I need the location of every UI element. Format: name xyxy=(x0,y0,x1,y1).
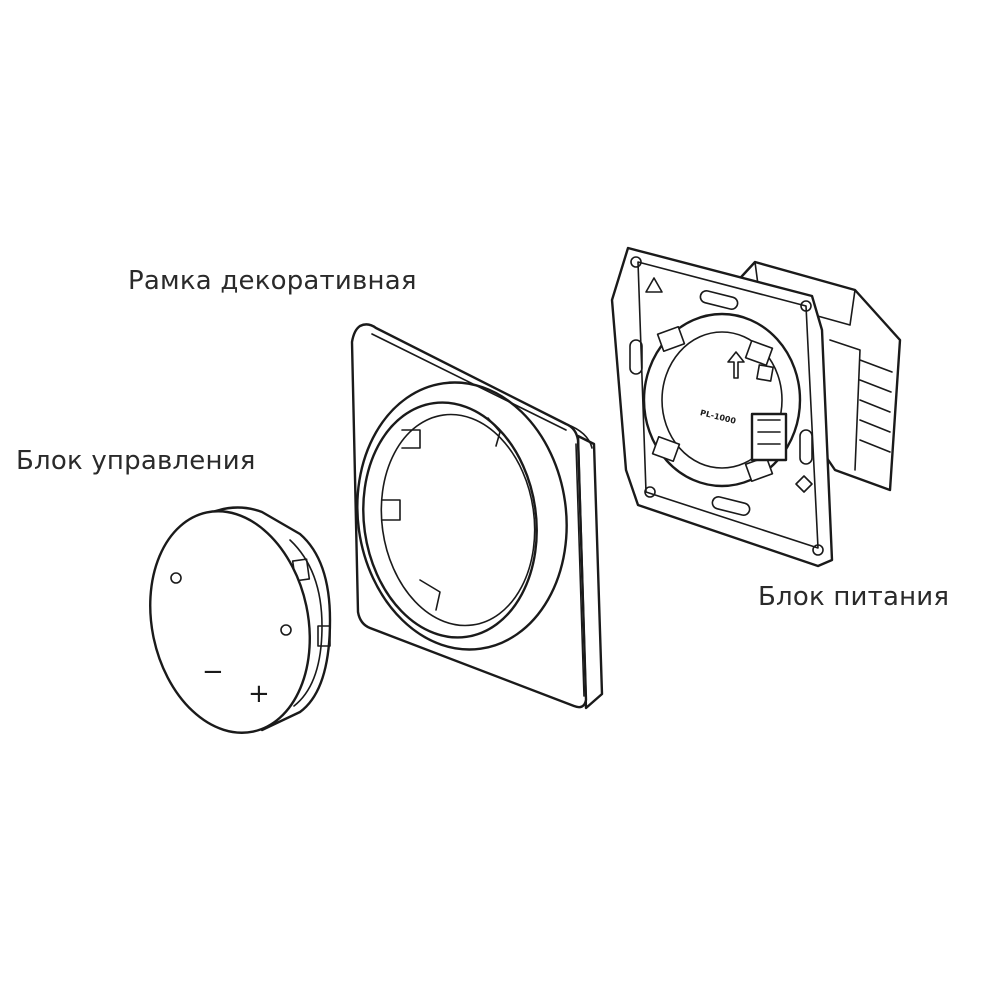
label-power-unit: Блок питания xyxy=(758,582,950,612)
label-decorative-frame: Рамка декоративная xyxy=(128,266,417,296)
small-square-icon xyxy=(756,364,774,382)
label-control-unit: Блок управления xyxy=(16,446,256,476)
frame-tab-2 xyxy=(381,499,401,521)
clip-1 xyxy=(656,325,686,353)
plate-slot-left xyxy=(629,339,643,375)
frame-bevel xyxy=(371,333,585,697)
screw-hole-bottom-right xyxy=(812,544,824,556)
power-unit-side-edge xyxy=(829,339,861,471)
frame-tab-3 xyxy=(419,579,441,611)
power-unit-vents xyxy=(859,359,893,453)
triangle-mark-icon xyxy=(645,277,663,293)
power-unit-mounting-plate xyxy=(610,246,834,568)
plate-slot-bottom xyxy=(711,496,751,516)
power-unit-ring xyxy=(642,312,802,488)
control-unit-latch-2 xyxy=(317,625,331,647)
frame-tab-1 xyxy=(401,429,421,449)
plate-slot-top xyxy=(699,290,739,310)
diamond-mark-icon xyxy=(795,475,813,493)
power-icon xyxy=(170,572,182,584)
terminal-lines xyxy=(757,419,781,445)
power-unit-ring-inner xyxy=(661,331,783,469)
mode-icon xyxy=(280,624,292,636)
power-unit-terminal xyxy=(750,412,788,462)
minus-button[interactable]: − xyxy=(202,657,224,687)
clip-3 xyxy=(651,435,681,463)
power-unit: PL-1000 xyxy=(610,246,902,568)
control-unit: − + xyxy=(149,506,332,734)
screw-hole-top-right xyxy=(800,300,812,312)
control-unit-face xyxy=(149,510,311,734)
plus-button[interactable]: + xyxy=(248,679,270,709)
frame-outer-ring xyxy=(356,381,568,651)
frame-tab-4 xyxy=(487,417,501,447)
screw-hole-top-left xyxy=(630,256,642,268)
decorative-frame xyxy=(350,323,604,710)
screw-hole-bottom-left xyxy=(644,486,656,498)
power-unit-plate-inner xyxy=(637,261,819,549)
clip-2 xyxy=(744,339,774,367)
up-arrow-icon xyxy=(727,351,745,379)
frame-corner xyxy=(565,423,593,449)
frame-opening-inner xyxy=(380,413,536,627)
plate-slot-right xyxy=(799,429,813,465)
frame-opening xyxy=(362,401,538,639)
